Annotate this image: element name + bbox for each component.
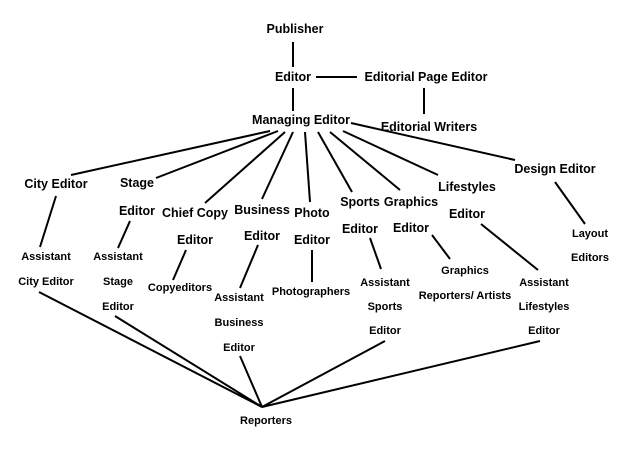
node-label-line: City Editor [18,276,74,288]
node-label-line: Editor [369,325,401,337]
node-label-line: Editor [223,342,255,354]
node-editorial-page-editor: Editorial Page Editor [365,70,488,84]
node-label-line: Editorial Page Editor [365,70,488,84]
node-label-line: Graphics [384,195,438,209]
edge-city-editor-to-assistant-city-editor [39,195,57,248]
node-label-line: Design Editor [514,162,595,176]
node-label-line: Sports [340,195,380,209]
edge-assistant-business-editor-to-reporters [239,355,263,408]
node-copyeditors: Copyeditors [148,282,212,294]
node-label-line: Chief Copy [162,206,228,220]
node-label-line: Publisher [267,22,324,36]
node-label-line: Editor [119,204,155,218]
node-label-line: Editorial Writers [381,120,477,134]
edge-managing-editor-to-sports-editor [317,131,353,193]
node-label-line: Editor [294,233,330,247]
edge-managing-editor-to-photo-editor [304,131,311,203]
node-managing-editor: Managing Editor [252,113,350,127]
edge-managing-editor-to-graphics-editor [329,131,401,191]
edge-managing-editor-to-chief-copy-editor [204,131,286,204]
node-label-line: Assistant [21,251,71,263]
node-label-line: Assistant [93,251,143,263]
node-label-line: Editor [102,301,134,313]
node-label-line: Editor [342,222,378,236]
node-label-line: Photo [294,206,330,220]
edge-managing-editor-to-business-editor [261,131,294,200]
node-label-line: Sports [368,301,403,313]
edge-managing-editor-to-design-editor [350,122,516,161]
edge-stage-editor-to-assistant-stage-editor [117,220,131,249]
node-label-line: Lifestyles [519,301,570,313]
node-design-editor: Design Editor [514,162,595,176]
edge-business-editor-to-assistant-business-editor [239,244,259,289]
edge-managing-editor-to-stage-editor [155,130,279,179]
node-label-line: Graphics [441,265,489,277]
node-label-line: Business [215,317,264,329]
node-label-line: Reporters [240,415,292,427]
node-label-line: Business [234,203,290,217]
edge-assistant-sports-editor-to-reporters [261,340,386,408]
node-label-line: Lifestyles [438,180,496,194]
edge-assistant-stage-editor-to-reporters [114,315,263,408]
node-editorial-writers: Editorial Writers [381,120,477,134]
node-city-editor: City Editor [24,177,87,191]
edge-design-editor-to-layout-editors [554,181,586,225]
node-label-line: Editor [528,325,560,337]
node-label-line: Editor [449,207,485,221]
node-reporters: Reporters [240,415,292,427]
node-editor: Editor [275,70,311,84]
node-label-line: Assistant [360,277,410,289]
node-publisher: Publisher [267,22,324,36]
node-label-line: City Editor [24,177,87,191]
edge-graphics-editor-to-graphics-reporters-artists [431,234,451,260]
edge-managing-editor-to-city-editor [70,130,271,176]
edge-chief-copy-editor-to-copyeditors [172,249,187,281]
node-label-line: Photographers [272,286,350,298]
node-label-line: Copyeditors [148,282,212,294]
node-label-line: Editor [275,70,311,84]
edges-layer [38,42,586,408]
node-label-line: Assistant [519,277,569,289]
node-label-line: Editor [177,233,213,247]
node-label-line: Managing Editor [252,113,350,127]
node-label-line: Layout [572,228,608,240]
node-label-line: Assistant [214,292,264,304]
node-photographers: Photographers [272,286,350,298]
node-label-line: Editors [571,252,609,264]
node-label-line: Stage [103,276,133,288]
node-label-line: Reporters/ Artists [419,290,512,302]
edge-lifestyles-editor-to-assistant-lifestyles-editor [480,223,539,271]
edge-sports-editor-to-assistant-sports-editor [369,237,382,270]
edge-assistant-city-editor-to-reporters [38,291,263,408]
node-label-line: Stage [120,176,154,190]
edge-managing-editor-to-lifestyles-editor [342,130,439,176]
node-label-line: Editor [393,221,429,235]
node-label-line: Editor [244,229,280,243]
edge-assistant-lifestyles-editor-to-reporters [261,340,541,408]
